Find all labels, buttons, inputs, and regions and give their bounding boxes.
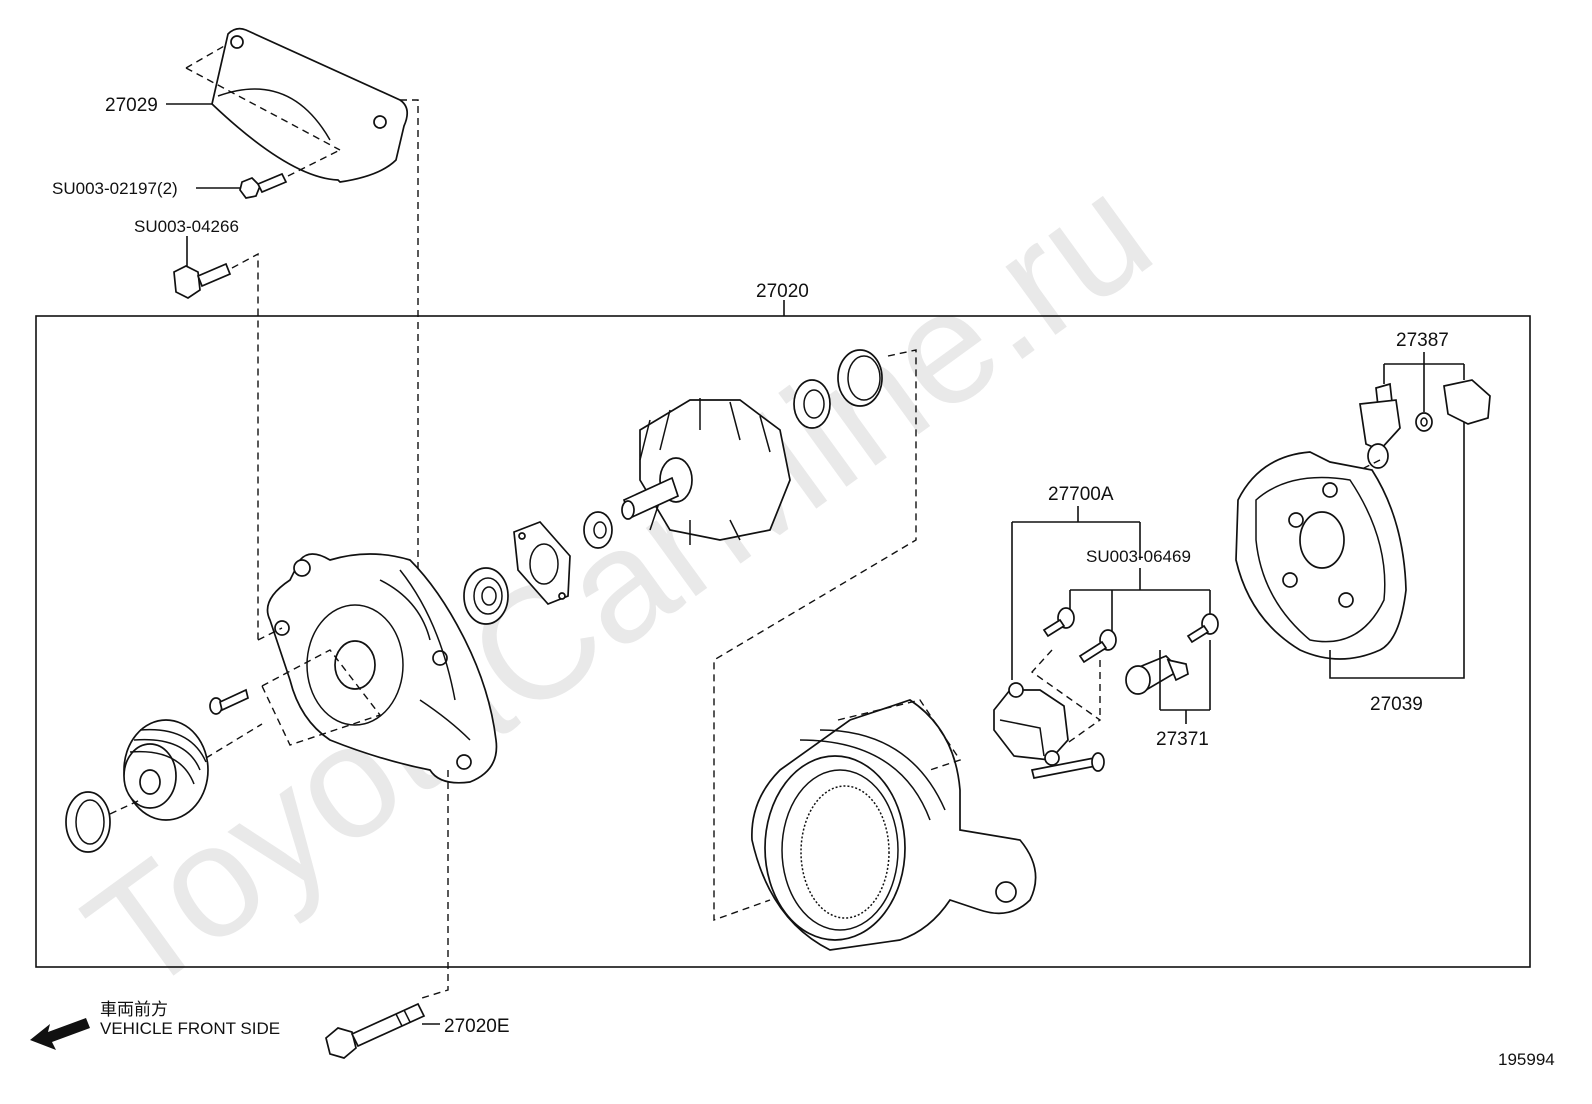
label-su003-04266: SU003-04266 [134, 217, 239, 236]
screw-1[interactable] [1042, 607, 1075, 638]
front-arrow-icon [30, 1018, 90, 1050]
bracket-27029[interactable] [211, 27, 409, 183]
label-27020: 27020 [756, 281, 809, 302]
front-side-jp: 車両前方 [100, 1000, 168, 1019]
connector-27371[interactable] [1125, 654, 1189, 695]
label-27020e: 27020E [444, 1016, 510, 1037]
washer-ring[interactable] [65, 791, 111, 853]
front-bearing[interactable] [463, 567, 509, 625]
bolt-27020e[interactable] [325, 1002, 426, 1059]
terminal-cap[interactable] [1443, 379, 1491, 425]
rear-bearing[interactable] [793, 379, 831, 429]
terminal-nut[interactable] [1415, 412, 1433, 432]
front-side-en: VEHICLE FRONT SIDE [100, 1019, 280, 1038]
pulley[interactable] [123, 719, 209, 821]
front-housing[interactable] [266, 553, 498, 784]
rear-cover-27039[interactable] [1235, 451, 1407, 660]
screw-2[interactable] [1078, 629, 1117, 664]
label-27700a: 27700A [1048, 484, 1114, 505]
screw-3[interactable] [1186, 613, 1219, 644]
screw-front[interactable] [209, 688, 249, 715]
label-27387: 27387 [1396, 330, 1449, 351]
stator-rear-frame[interactable] [751, 699, 1037, 951]
regulator[interactable] [993, 682, 1069, 766]
bolt-su003-02197[interactable] [239, 172, 288, 199]
bearing-collar[interactable] [837, 349, 883, 407]
label-27039: 27039 [1370, 694, 1423, 715]
diagram-id: 195994 [1498, 1050, 1555, 1069]
assembly-frame [35, 315, 1531, 968]
bolt-su003-04266[interactable] [173, 262, 232, 299]
label-su003-02197: SU003-02197(2) [52, 179, 178, 198]
through-bolt[interactable] [1030, 752, 1105, 779]
label-su003-06469: SU003-06469 [1086, 547, 1191, 566]
label-27371: 27371 [1156, 729, 1209, 750]
spacer-ring[interactable] [583, 511, 613, 549]
rotor[interactable] [621, 398, 791, 545]
retainer-plate[interactable] [513, 520, 571, 606]
label-27029: 27029 [105, 95, 158, 116]
terminal-bolt[interactable] [1359, 382, 1401, 469]
